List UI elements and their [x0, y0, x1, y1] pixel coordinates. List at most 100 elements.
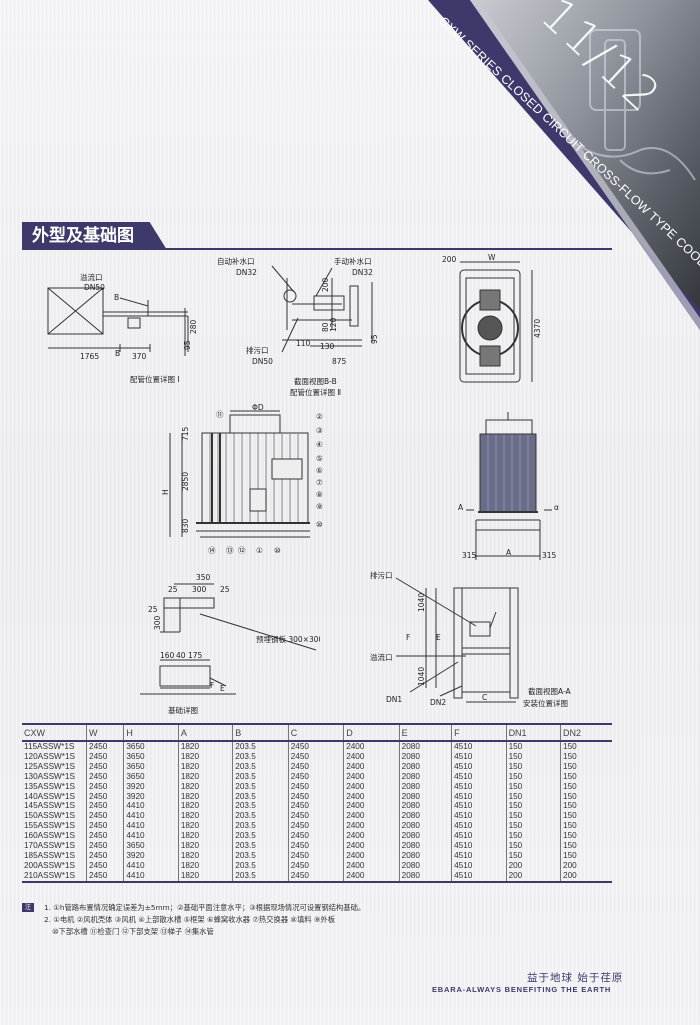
table-cell: 2450	[287, 831, 344, 842]
table-cell: 203.5	[232, 751, 289, 762]
top-view: 200 W 4370	[436, 252, 556, 387]
table-cell: 2400	[343, 821, 400, 832]
table-cell: 2450	[86, 841, 124, 851]
table-cell: 200	[560, 860, 612, 871]
dim-200: 200	[321, 277, 330, 292]
table-cell: 4510	[451, 821, 507, 832]
column-header: DN2	[560, 724, 612, 741]
callout-8: ⑧	[316, 490, 323, 499]
dim-1765: 1765	[80, 352, 99, 361]
dim-280: 280	[189, 319, 198, 334]
dim-300: 300	[192, 585, 207, 594]
table-cell: 2080	[398, 791, 452, 802]
callout-6: ⑥	[316, 466, 323, 475]
install-dn2: DN2	[430, 698, 446, 707]
dim-h: H	[161, 489, 170, 495]
column-header: D	[343, 724, 400, 741]
side-dim-315-left: 315	[462, 551, 477, 560]
callout-10-right: ⑩	[316, 520, 323, 529]
table-cell: 4410	[123, 811, 179, 822]
column-header: CXW	[24, 727, 45, 738]
table-cell: 3650	[123, 841, 179, 851]
table-cell: 3650	[123, 751, 179, 762]
table-cell: 2450	[287, 741, 344, 752]
callout-12: ⑫	[238, 546, 246, 555]
install-dim-1040-bottom: 1040	[417, 667, 426, 686]
table-cell: 2450	[86, 821, 124, 832]
table-cell: 200	[505, 860, 561, 871]
table-cell: 203.5	[232, 801, 289, 812]
table-cell: 1820	[177, 781, 233, 792]
table-cell: 4510	[451, 811, 507, 822]
table-cell: 1820	[177, 831, 233, 842]
table-cell: 2400	[343, 791, 400, 802]
table-cell: 200	[505, 870, 561, 882]
pipe-detail-2-caption: 配管位置详图 Ⅱ	[290, 388, 342, 397]
overflow-label: 溢流口	[80, 272, 103, 282]
table-cell: 2450	[287, 791, 344, 802]
callout-13: ⑬	[226, 546, 234, 555]
dim-25-left: 25	[168, 585, 178, 594]
table-cell: 3650	[123, 771, 179, 782]
table-cell: 2450	[86, 870, 124, 882]
table-cell: 2450	[287, 771, 344, 782]
table-cell: 150	[560, 771, 612, 782]
table-cell: 2080	[398, 870, 452, 882]
table-cell: 150	[560, 850, 612, 861]
table-cell: 1820	[177, 841, 233, 851]
table-cell: 4510	[451, 841, 507, 851]
table-cell: 203.5	[232, 831, 289, 842]
table-cell: 150	[505, 850, 561, 861]
table-cell: 150	[505, 781, 561, 792]
table-cell: 2450	[86, 811, 124, 822]
table-cell: 170ASSW*1S	[24, 841, 75, 851]
table-cell: 4510	[451, 761, 507, 772]
table-cell: 2080	[398, 741, 452, 752]
dim-80: 80	[321, 322, 330, 332]
notes: 注 1. ①h管路布置情况确定误差为±5mm；②基础平面注意水平；③根据现场情况…	[22, 902, 582, 938]
dim-phi-d: ΦD	[252, 403, 264, 412]
table-cell: 2400	[343, 841, 400, 851]
table-cell: 3920	[123, 781, 179, 792]
table-cell: 200ASSW*1S	[24, 860, 75, 870]
callout-1: ①	[256, 546, 263, 555]
note-line-2: 2. ①电机 ②风机壳体 ③风机 ④上部散水槽 ⑤框架 ⑥蜂窝收水器 ⑦热交换器…	[44, 915, 336, 924]
table-cell: 2080	[398, 761, 452, 772]
table-cell: 2450	[287, 821, 344, 832]
dim-120: 120	[329, 317, 338, 332]
manual-valve-dn: DN32	[352, 268, 373, 277]
column-header: E	[398, 724, 452, 741]
table-cell: 2450	[86, 791, 124, 802]
table-cell: 2400	[343, 850, 400, 861]
table-cell: 2400	[343, 870, 400, 882]
table-cell: 203.5	[232, 761, 289, 772]
table-cell: 125ASSW*1S	[24, 761, 75, 771]
column-header: DN1	[505, 724, 561, 741]
table-cell: 2450	[86, 761, 124, 772]
top-dim-200: 200	[442, 255, 457, 264]
page-number: 11/12	[530, 0, 672, 124]
table-cell: 2400	[343, 781, 400, 792]
callout-3: ③	[316, 426, 323, 435]
dim-25-vertical: 25	[148, 605, 158, 614]
table-cell: 1820	[177, 860, 233, 871]
table-cell: 210ASSW*1S	[24, 870, 75, 880]
table-cell: 2450	[86, 860, 124, 871]
table-cell: 2080	[398, 821, 452, 832]
table-cell: 203.5	[232, 771, 289, 782]
table-cell: 200	[560, 870, 612, 882]
side-dim-315-right: 315	[542, 551, 557, 560]
install-mark-f: F	[406, 633, 410, 642]
table-cell: 1820	[177, 741, 233, 752]
table-cell: 1820	[177, 791, 233, 802]
table-cell: 150	[560, 751, 612, 762]
table-cell: 2400	[343, 741, 400, 752]
pipe-detail-1-caption: 配管位置详图 Ⅰ	[130, 375, 180, 384]
dim-40: 40	[176, 651, 186, 660]
table-cell: 2080	[398, 751, 452, 762]
